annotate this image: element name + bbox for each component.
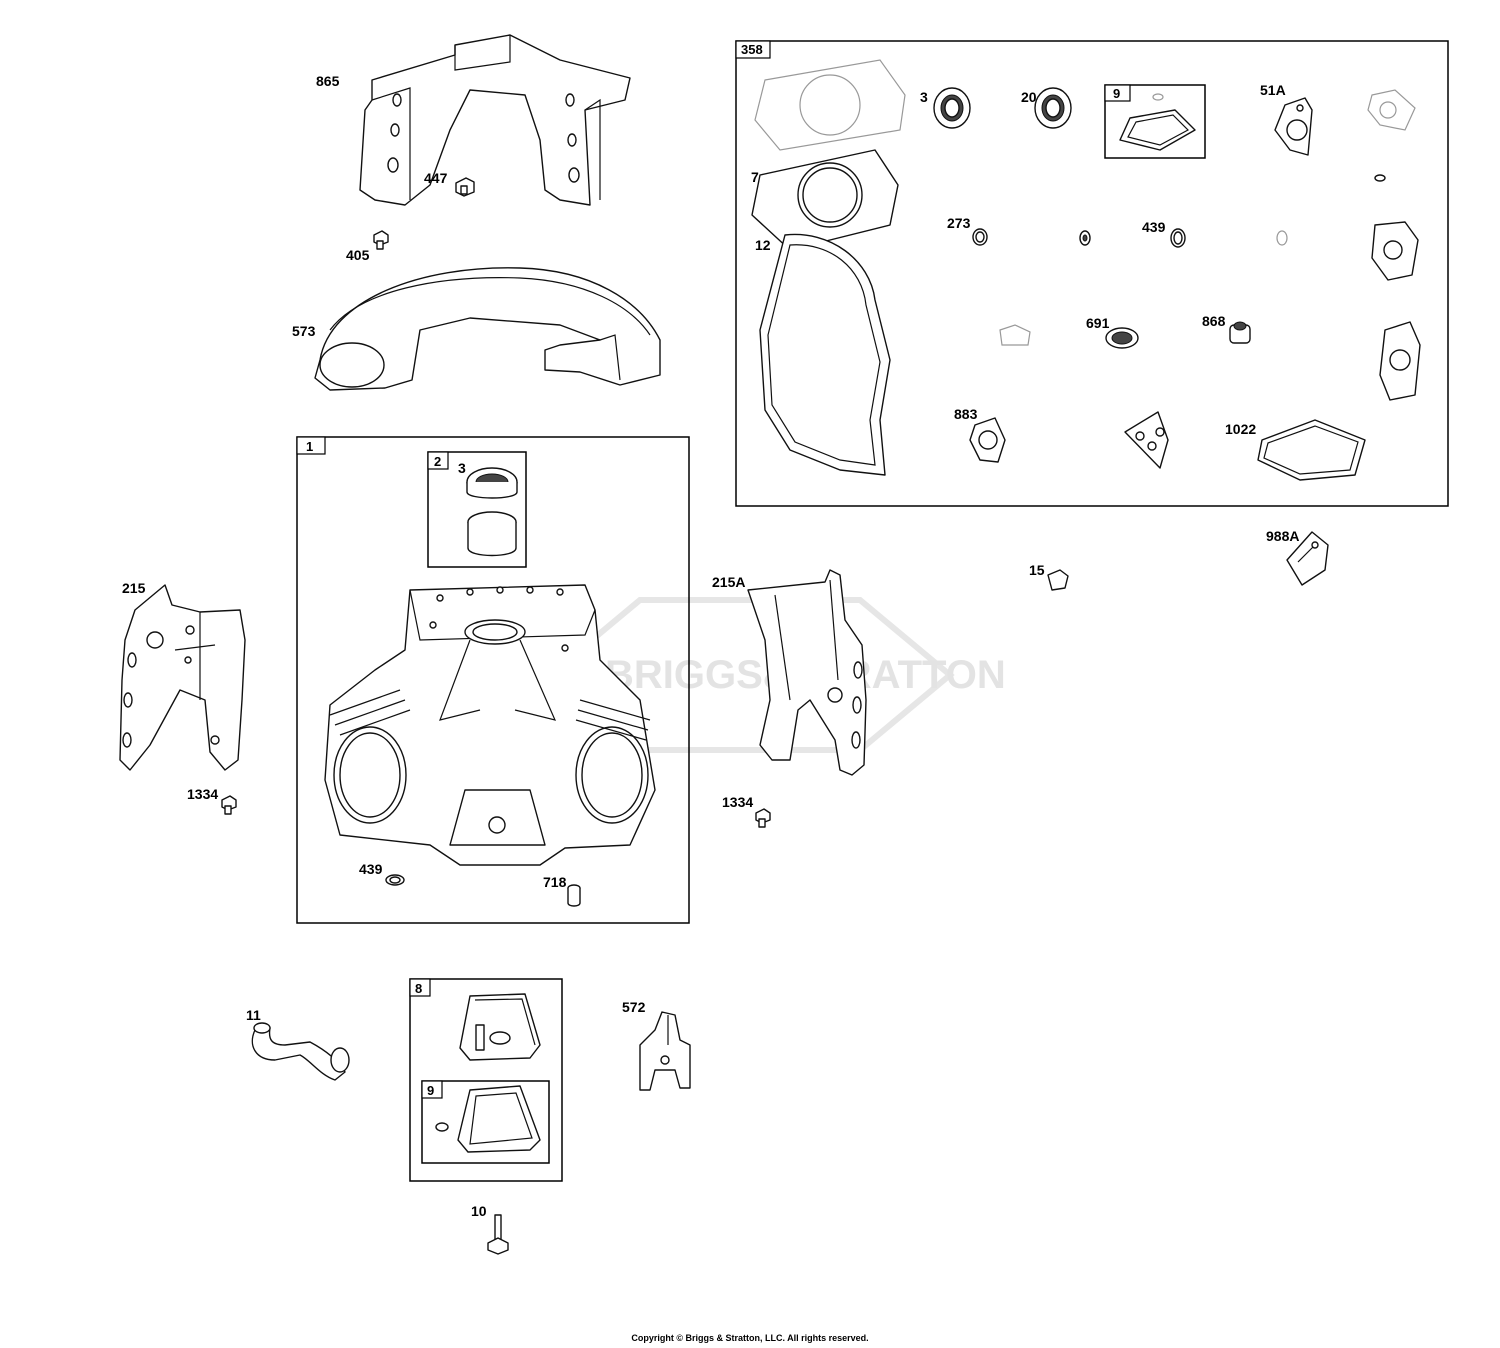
label-865: 865 <box>316 73 340 89</box>
kit-358-box <box>735 40 1449 507</box>
copyright-notice: Copyright © Briggs & Stratton, LLC. All … <box>631 1333 869 1343</box>
part-9-bottom-gasket[interactable] <box>435 1085 541 1153</box>
sub-9-bottom-tag <box>421 1080 443 1099</box>
label-15: 15 <box>1029 562 1045 578</box>
washer-faint[interactable] <box>1276 230 1288 246</box>
part-447-bolt[interactable] <box>455 177 475 197</box>
part-3-oil-seal[interactable] <box>933 87 971 129</box>
label-215A: 215A <box>712 574 745 590</box>
label-573: 573 <box>292 323 316 339</box>
sub-2-box <box>427 451 527 568</box>
part-405-bolt[interactable] <box>373 230 389 250</box>
sub-9-bottom-number: 9 <box>427 1083 434 1098</box>
part-3-block-seal[interactable] <box>466 467 518 499</box>
label-868: 868 <box>1202 313 1226 329</box>
sub-9-bottom-box <box>421 1080 550 1164</box>
part-691-seal[interactable] <box>1105 327 1139 349</box>
part-439-block-washer[interactable] <box>385 874 405 886</box>
part-1022-gasket[interactable] <box>1257 419 1366 481</box>
label-12: 12 <box>755 237 771 253</box>
part-7-head-gasket[interactable] <box>751 149 899 251</box>
label-718: 718 <box>543 874 567 890</box>
part-883-gasket[interactable] <box>969 417 1006 463</box>
part-1334-left-bolt[interactable] <box>221 795 237 815</box>
label-572: 572 <box>622 999 646 1015</box>
sub-2-number: 2 <box>434 454 441 469</box>
label-439-block: 439 <box>359 861 383 877</box>
part-215A-baffle[interactable] <box>747 569 867 776</box>
part-51A-gasket[interactable] <box>1274 97 1313 156</box>
gasket-faint-right[interactable] <box>1367 89 1416 182</box>
label-439-kit: 439 <box>1142 219 1166 235</box>
label-10: 10 <box>471 1203 487 1219</box>
kit-358-tag <box>735 40 771 59</box>
label-20: 20 <box>1021 89 1037 105</box>
label-447: 447 <box>424 170 448 186</box>
part-215-baffle[interactable] <box>119 584 246 771</box>
label-1334-left: 1334 <box>187 786 218 802</box>
part-1334-right-bolt[interactable] <box>755 808 771 828</box>
part-572-bracket[interactable] <box>639 1011 691 1091</box>
bearing-sleeve[interactable] <box>467 511 517 557</box>
washer-small[interactable] <box>1079 230 1091 246</box>
kit-8-number: 8 <box>415 981 422 996</box>
kit-8-box <box>409 978 563 1182</box>
breather-cover[interactable] <box>459 993 541 1061</box>
part-15-plug[interactable] <box>1047 569 1069 591</box>
label-273: 273 <box>947 215 971 231</box>
label-3-block: 3 <box>458 460 466 476</box>
label-51A: 51A <box>1260 82 1286 98</box>
gasket-right-mid[interactable] <box>1371 221 1419 281</box>
label-691: 691 <box>1086 315 1110 331</box>
label-988A: 988A <box>1266 528 1299 544</box>
part-573-housing[interactable] <box>314 267 661 391</box>
kit-8-tag <box>409 978 431 997</box>
label-1022: 1022 <box>1225 421 1256 437</box>
part-9-top-gasket[interactable] <box>1119 93 1196 151</box>
part-10-screw[interactable] <box>487 1214 509 1255</box>
sub-2-tag <box>427 451 449 470</box>
block-1-box <box>296 436 690 924</box>
label-7: 7 <box>751 169 759 185</box>
plug-faint[interactable] <box>999 324 1031 346</box>
part-868-valve-seal[interactable] <box>1229 321 1251 344</box>
svg-text:9: 9 <box>1113 86 1120 101</box>
part-988A-plate[interactable] <box>1286 531 1329 586</box>
part-718-pin[interactable] <box>567 884 581 907</box>
part-11-tube[interactable] <box>251 1022 350 1081</box>
part-439-kit-washer[interactable] <box>1170 228 1186 248</box>
gasket-triangle[interactable] <box>1124 411 1169 469</box>
block-1-number: 1 <box>306 439 313 454</box>
gasket-head-faint[interactable] <box>754 59 906 151</box>
label-3-kit: 3 <box>920 89 928 105</box>
label-11: 11 <box>246 1007 261 1023</box>
label-215: 215 <box>122 580 146 596</box>
part-12-crankcase-gasket[interactable] <box>759 233 891 476</box>
cylinder-block[interactable] <box>324 584 656 866</box>
gasket-right-lower[interactable] <box>1379 321 1421 401</box>
label-883: 883 <box>954 406 978 422</box>
part-20-oil-seal[interactable] <box>1034 87 1072 129</box>
part-273-washer[interactable] <box>972 228 988 246</box>
block-1-tag <box>296 436 326 455</box>
label-405: 405 <box>346 247 370 263</box>
sub-9-top-box: 9 <box>1104 84 1206 159</box>
part-865-shroud[interactable] <box>359 34 631 206</box>
kit-358-number: 358 <box>741 42 763 57</box>
label-1334-right: 1334 <box>722 794 753 810</box>
